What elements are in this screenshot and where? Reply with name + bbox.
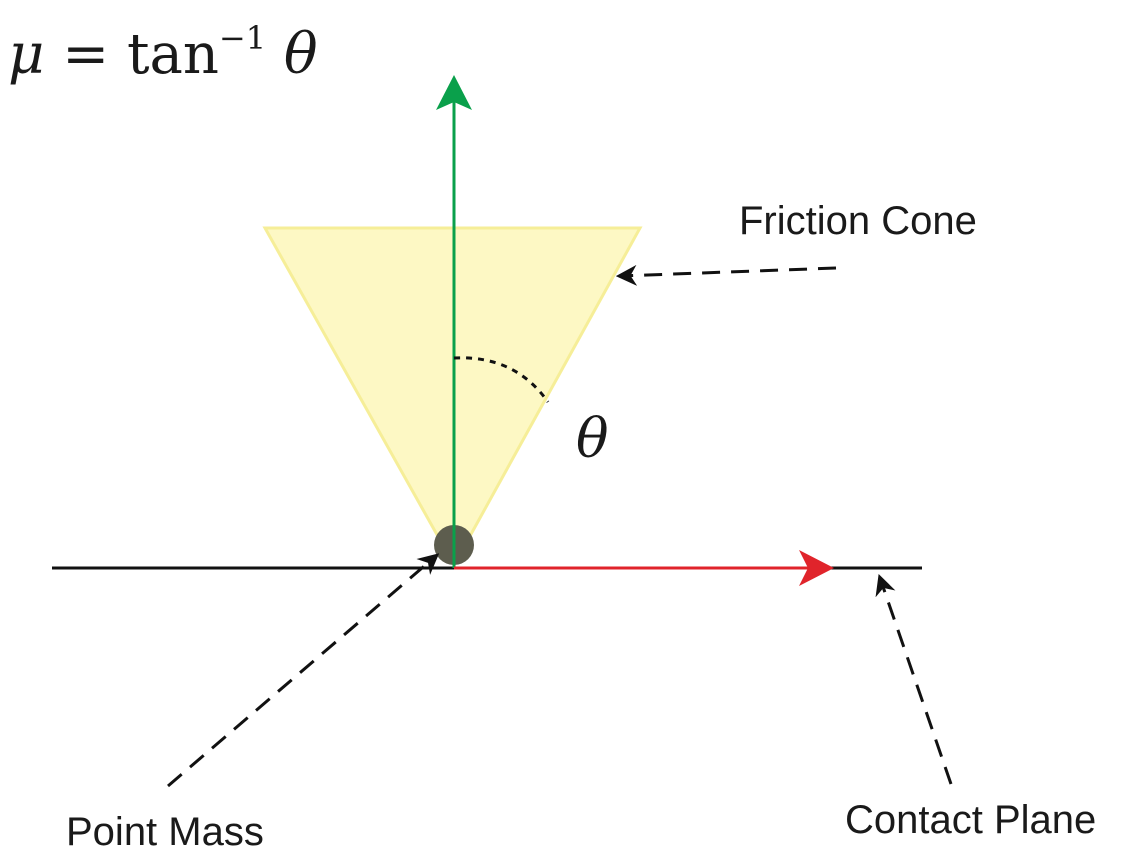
angle-arc bbox=[453, 356, 550, 403]
formula-mu: μ bbox=[8, 22, 45, 87]
formula-theta: θ bbox=[283, 22, 318, 87]
point-mass-leader bbox=[167, 553, 440, 788]
formula-exponent: −1 bbox=[218, 19, 267, 57]
normal-force-arrowhead bbox=[436, 75, 472, 110]
friction-cone-leader bbox=[615, 264, 837, 286]
contact-plane-leader bbox=[875, 574, 953, 785]
tangent-force-arrowhead bbox=[799, 550, 834, 586]
point-mass-label: Point Mass bbox=[66, 810, 264, 854]
friction-coefficient-formula: μ = tan−1 θ bbox=[8, 22, 318, 83]
contact-plane-label: Contact Plane bbox=[845, 798, 1097, 842]
angle-label: θ bbox=[576, 407, 609, 470]
friction-cone-label: Friction Cone bbox=[739, 199, 977, 243]
formula-tan: tan bbox=[126, 22, 219, 87]
formula-equals: = bbox=[62, 22, 110, 87]
